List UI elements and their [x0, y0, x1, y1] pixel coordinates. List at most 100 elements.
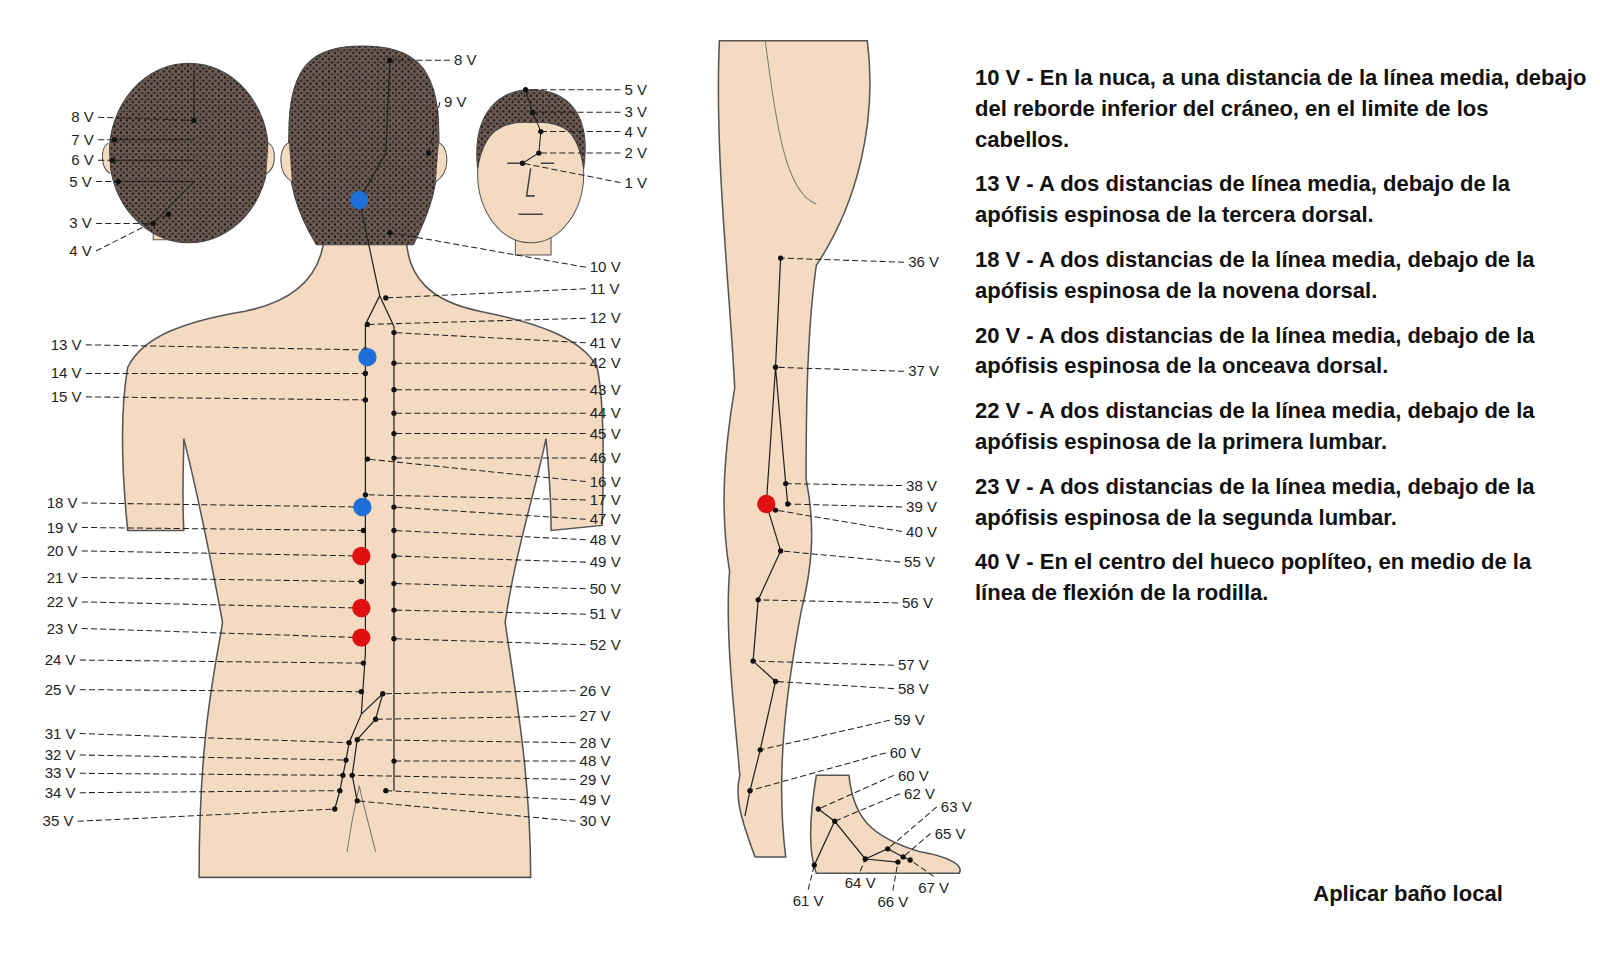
- callout-number: 10 V: [590, 259, 621, 275]
- leader-line: [367, 318, 585, 324]
- callout-number: 26 V: [580, 683, 611, 699]
- acupoint-dot: [391, 581, 396, 586]
- leader-line: [367, 459, 585, 481]
- callout-number: 58 V: [898, 681, 929, 697]
- meridian-line: [335, 60, 394, 809]
- callout-number: 20 V: [47, 543, 78, 559]
- leader-line: [394, 363, 586, 364]
- leader-line: [394, 639, 586, 645]
- callout-number: 48 V: [590, 532, 621, 548]
- acupoint-dot: [380, 691, 385, 696]
- leader-line: [390, 60, 450, 61]
- leader-line: [394, 333, 586, 343]
- callout-number: 5 V: [69, 174, 92, 190]
- acupoint-dot: [387, 58, 392, 63]
- callout-number: 34 V: [45, 785, 76, 801]
- callout-number: 29 V: [580, 772, 611, 788]
- leader-line: [776, 510, 903, 531]
- leader-line: [750, 753, 886, 791]
- callout-number: 35 V: [43, 813, 74, 829]
- callout-number: 41 V: [590, 335, 621, 351]
- acupoint-dot: [355, 737, 360, 742]
- leader-line: [394, 413, 586, 414]
- callout-number: 7 V: [71, 132, 94, 148]
- callout-number: 22 V: [47, 594, 78, 610]
- callout-number: 64 V: [845, 875, 876, 891]
- acupoint-dot: [363, 371, 368, 376]
- description-column: 10 V - En la nuca, a una distancia de la…: [975, 63, 1587, 623]
- callout-number: 12 V: [590, 310, 621, 326]
- acupoint-dot: [359, 579, 364, 584]
- acupoint-dot: [151, 221, 156, 226]
- leader-line: [80, 660, 364, 663]
- callout-number: 44 V: [590, 405, 621, 421]
- hair: [109, 63, 268, 243]
- callout-number: 60 V: [890, 745, 921, 761]
- leader-line: [903, 833, 931, 856]
- callout-number: 17 V: [590, 492, 621, 508]
- blue-point: [358, 348, 376, 366]
- hair: [288, 46, 439, 245]
- callout-number: 6 V: [71, 152, 94, 168]
- callout-number: 21 V: [47, 570, 78, 586]
- leg-outline: [718, 41, 870, 857]
- leader-line: [98, 117, 194, 120]
- gluteal-fold: [765, 41, 816, 204]
- leader-line: [80, 690, 362, 692]
- leader-line: [888, 807, 937, 849]
- callout-number: 57 V: [898, 657, 929, 673]
- point-description: 18 V - A dos distancias de la línea medi…: [975, 245, 1587, 307]
- meridian-line: [745, 258, 910, 865]
- acupoint-dot: [391, 553, 396, 558]
- callout-number: 2 V: [624, 145, 647, 161]
- acupoint-dot: [359, 689, 364, 694]
- red-point: [352, 547, 370, 565]
- callout-number: 40 V: [906, 524, 937, 540]
- leader-line: [910, 860, 933, 876]
- acupoint-dot: [747, 788, 752, 793]
- acupoint-dot: [361, 660, 366, 665]
- acupoint-dot: [349, 773, 354, 778]
- acupoint-dot: [832, 819, 837, 824]
- acupoint-dot: [523, 87, 528, 92]
- leader-line: [394, 584, 586, 589]
- acupoint-dot: [361, 528, 366, 533]
- callout-number: 42 V: [590, 355, 621, 371]
- acupoint-dot: [363, 492, 368, 497]
- callout-number: 67 V: [918, 880, 949, 896]
- leader-line: [781, 258, 904, 262]
- callout-number: 25 V: [45, 682, 76, 698]
- callout-number: 33 V: [45, 765, 76, 781]
- callout-number: 4 V: [69, 243, 92, 259]
- callout-number: 14 V: [51, 365, 82, 381]
- leader-line: [82, 527, 364, 530]
- point-description: 22 V - A dos distancias de la línea medi…: [975, 396, 1587, 458]
- ear: [266, 143, 274, 174]
- hair: [477, 90, 585, 169]
- acupoint-dot: [900, 854, 905, 859]
- highlighted-points: [350, 191, 775, 647]
- red-point: [352, 628, 370, 646]
- leader-line: [96, 214, 168, 251]
- callout-number: 15 V: [51, 389, 82, 405]
- acupoint-dot: [363, 397, 368, 402]
- leader-line: [357, 740, 575, 743]
- back-figure: [122, 46, 603, 877]
- leader-line: [82, 551, 362, 556]
- acupoint-dot: [391, 330, 396, 335]
- leader-line: [835, 794, 900, 822]
- callout-number: 49 V: [580, 792, 611, 808]
- acupoint-dot: [895, 859, 900, 864]
- leader-line: [394, 761, 576, 762]
- acupoint-dot: [536, 150, 541, 155]
- leader-line: [80, 734, 349, 743]
- leader-line: [753, 661, 894, 665]
- meridian-line: [523, 90, 541, 163]
- callout-number: 8 V: [454, 52, 477, 68]
- red-point: [757, 495, 775, 513]
- acupoint-dot: [383, 295, 388, 300]
- callout-number: 60 V: [898, 768, 929, 784]
- acupoint-dot: [166, 212, 171, 217]
- gluteal-cleft: [347, 786, 376, 852]
